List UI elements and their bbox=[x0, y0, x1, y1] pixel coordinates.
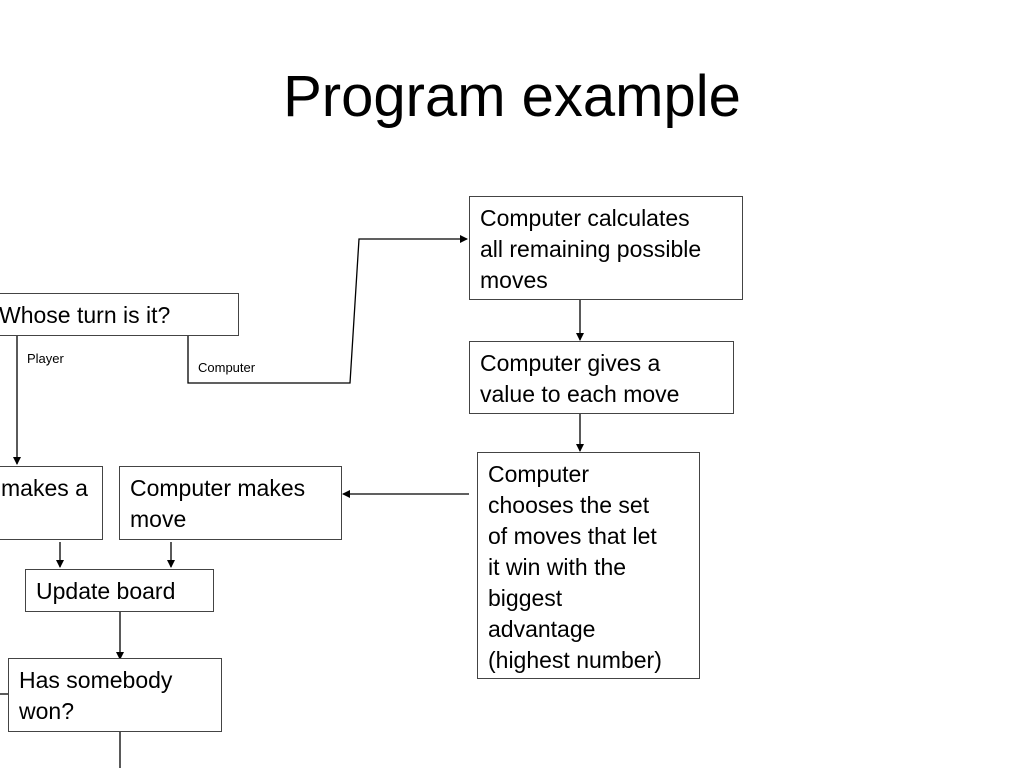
node-computer-chooses-line-1: Computer bbox=[488, 461, 589, 487]
node-has-somebody-won: Has somebody won? bbox=[8, 658, 222, 732]
node-computer-gives-value: Computer gives a value to each move bbox=[469, 341, 734, 414]
node-has-somebody-won-line-1: Has somebody bbox=[19, 667, 173, 693]
node-computer-calculates-line-2: all remaining possible bbox=[480, 236, 702, 262]
node-computer-makes-move: Computer makes move bbox=[119, 466, 342, 540]
node-computer-chooses-line-7: (highest number) bbox=[488, 647, 662, 673]
node-computer-calculates: Computer calculates all remaining possib… bbox=[469, 196, 743, 300]
node-update-board: Update board bbox=[25, 569, 214, 612]
edge-label-player: Player bbox=[27, 351, 64, 366]
node-computer-chooses-line-2: chooses the set bbox=[488, 492, 650, 518]
node-computer-makes-move-line-2: move bbox=[130, 506, 187, 532]
node-computer-makes-move-line-1: Computer makes bbox=[130, 475, 306, 501]
node-computer-chooses-line-4: it win with the bbox=[488, 554, 627, 580]
node-has-somebody-won-line-2: won? bbox=[19, 698, 74, 724]
node-player-makes-move: makes a bbox=[0, 466, 103, 540]
node-update-board-text: Update board bbox=[36, 578, 176, 604]
node-whose-turn: Whose turn is it? bbox=[0, 293, 239, 336]
node-computer-chooses: Computer chooses the set of moves that l… bbox=[477, 452, 700, 679]
slide-title: Program example bbox=[283, 64, 741, 129]
node-computer-gives-value-line-1: Computer gives a bbox=[480, 350, 661, 376]
node-computer-calculates-line-1: Computer calculates bbox=[480, 205, 690, 231]
node-computer-chooses-line-5: biggest bbox=[488, 585, 563, 611]
connector-computer bbox=[187, 235, 468, 384]
node-computer-chooses-line-3: of moves that let bbox=[488, 523, 657, 549]
node-computer-gives-value-line-2: value to each move bbox=[480, 381, 680, 407]
edge-label-computer: Computer bbox=[198, 360, 256, 375]
node-computer-chooses-line-6: advantage bbox=[488, 616, 596, 642]
node-computer-calculates-line-3: moves bbox=[480, 267, 548, 293]
node-whose-turn-text: Whose turn is it? bbox=[0, 302, 171, 328]
node-player-makes-move-text: makes a bbox=[1, 475, 88, 501]
